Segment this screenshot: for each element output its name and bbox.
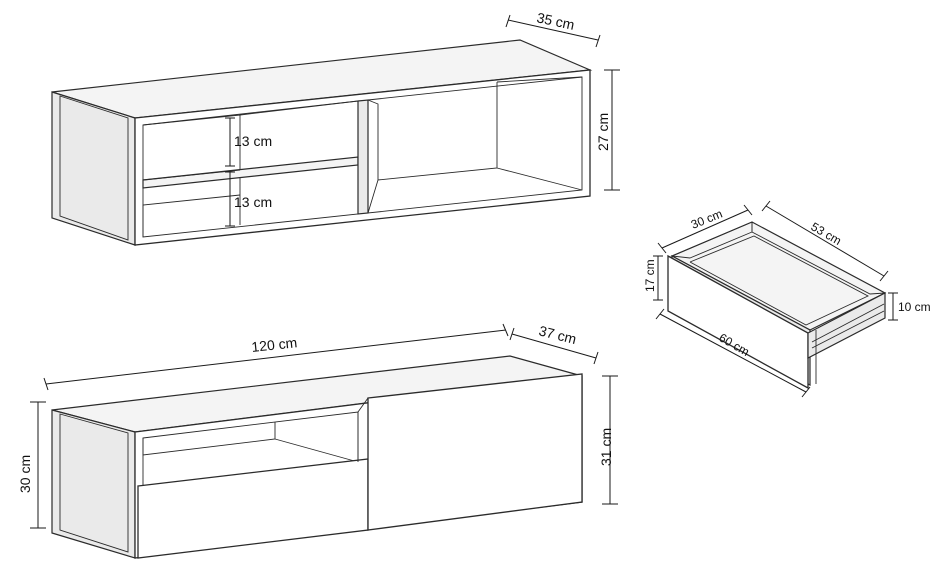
shelf-upper-gap-label: 13 cm bbox=[234, 133, 272, 149]
cabinet-width-dimension-line bbox=[45, 329, 507, 385]
drawer-inner-width-label: 53 cm bbox=[809, 219, 844, 247]
cabinet-left-inner bbox=[59, 413, 129, 553]
wall-shelf: 35 cm 27 cm 13 cm 13 cm bbox=[51, 9, 620, 246]
drawer-detail: 30 cm 53 cm 17 cm 10 cm 60 cm bbox=[643, 200, 931, 398]
drawer-width-dimension-line bbox=[659, 313, 807, 393]
shelf-left-inner bbox=[59, 95, 129, 241]
cabinet-left-side bbox=[51, 409, 136, 559]
cabinet-niche-back bbox=[142, 422, 276, 456]
tv-cabinet: 120 cm 37 cm 30 cm 31 cm bbox=[17, 322, 618, 559]
cabinet-width-label: 120 cm bbox=[251, 334, 298, 355]
drawer-height-label: 17 cm bbox=[643, 259, 657, 292]
shelf-left-side bbox=[51, 91, 136, 246]
shelf-height-label: 27 cm bbox=[595, 113, 611, 151]
shelf-divider bbox=[357, 99, 369, 215]
shelf-depth-dimension-line bbox=[507, 19, 599, 41]
shelf-depth-label: 35 cm bbox=[535, 9, 576, 33]
cabinet-door-front bbox=[367, 373, 583, 531]
drawer-depth-dimension-line bbox=[661, 209, 749, 249]
drawer-inner-width-dimension-line bbox=[765, 205, 885, 277]
shelf-lower-gap-label: 13 cm bbox=[234, 194, 272, 210]
cabinet-depth-dimension-line bbox=[511, 333, 597, 359]
cabinet-left-height-label: 30 cm bbox=[17, 455, 33, 493]
cabinet-right-height-label: 31 cm bbox=[598, 428, 614, 466]
drawer-inner-height-label: 10 cm bbox=[898, 300, 931, 314]
